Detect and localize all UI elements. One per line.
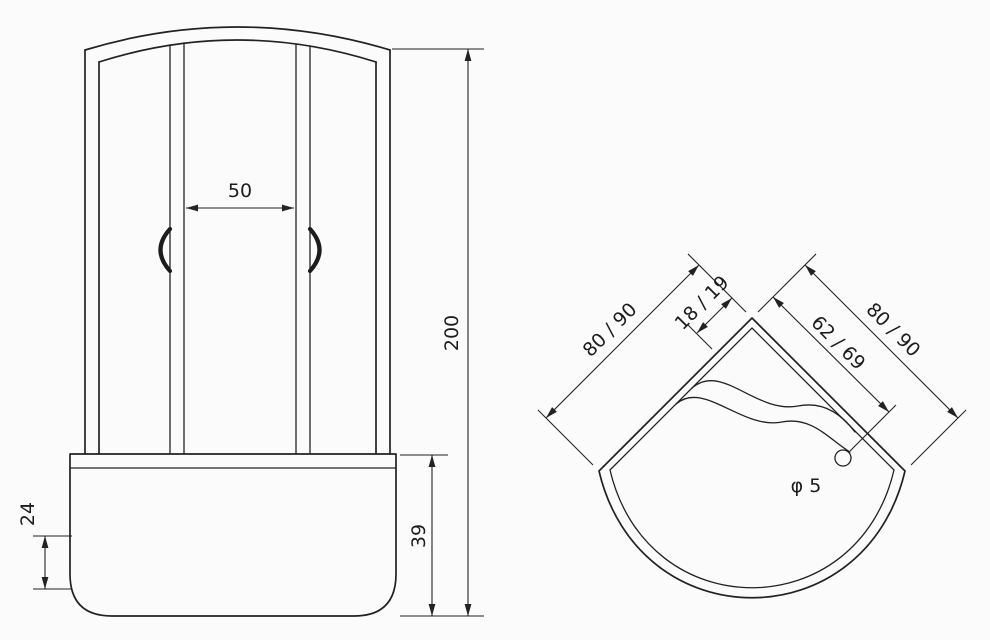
dimension-label-side-right: 80 / 90 [862, 299, 925, 362]
cabin-top-arc-outer [84, 26, 391, 51]
front-view: 50 200 39 24 [17, 26, 484, 617]
cabin-top-arc-inner [98, 39, 377, 63]
drain-diameter-label: φ 5 [791, 475, 822, 497]
dimension-line-corner-offset [696, 297, 733, 334]
dimension-label-corner-offset: 18 / 19 [671, 272, 734, 335]
dimension-tray-height: 24 [17, 502, 72, 590]
dimension-label-total-height: 200 [441, 315, 463, 351]
extension-line-glass-edge [687, 324, 713, 350]
dimension-corner-offset: 18 / 19 [671, 272, 734, 350]
glass-wave-line-2 [675, 396, 851, 453]
extension-line-left-corner [537, 409, 594, 466]
dimension-line-side-left [545, 264, 700, 419]
dimension-label-side-left: 80 / 90 [579, 299, 642, 362]
top-view: φ 5 80 / 90 18 / 19 80 / 90 62 / 69 [537, 253, 967, 599]
extension-line-right-corner [910, 409, 967, 466]
door-handle-left [158, 226, 173, 274]
tray-outline-inner [609, 327, 895, 589]
extension-line-top-corner-left [687, 253, 747, 313]
tray-outline-outer [598, 317, 906, 599]
dimension-label-drain-position: 62 / 69 [807, 312, 870, 375]
drain-circle [834, 449, 852, 467]
shower-tray-front [69, 453, 397, 617]
dimension-base-height: 39 [400, 454, 448, 616]
dimension-label-tray-height: 24 [17, 502, 39, 526]
extension-line-top-corner-right [757, 253, 817, 313]
door-handle-right [307, 226, 322, 274]
dimension-label-door-width: 50 [228, 180, 252, 202]
dimension-line-drain-position [772, 296, 890, 413]
extension-line-drain [849, 404, 897, 452]
dimension-label-base-height: 39 [408, 524, 430, 548]
dimension-total-height: 200 [392, 48, 484, 617]
dimension-door-width: 50 [186, 180, 294, 212]
